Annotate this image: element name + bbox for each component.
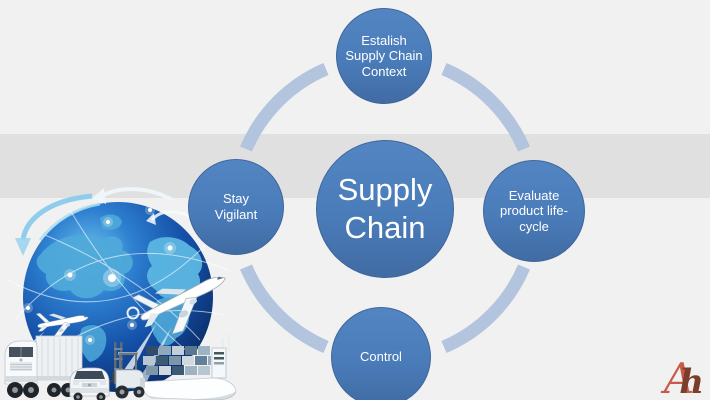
ring-arc-nw (240, 63, 329, 152)
cargo-truck-icon (4, 335, 83, 398)
cycle-center-label: Supply Chain (337, 172, 433, 245)
global-logistics-illustration (4, 187, 240, 400)
delivery-van-icon (69, 367, 110, 400)
cycle-center-node: Supply Chain (316, 140, 454, 278)
cycle-node-label: Estalish Supply Chain Context (345, 32, 423, 79)
ring-arc-sw (240, 264, 329, 353)
cycle-node-control: Control (331, 307, 431, 400)
ring-arc-ne (441, 63, 530, 152)
cycle-node-label: Stay Vigilant (214, 191, 258, 222)
container-ship-icon (139, 334, 237, 400)
cycle-node-label: Control (360, 349, 402, 365)
ring-arc-se (441, 264, 530, 353)
cycle-node-label: Evaluate product life-cycle (500, 187, 568, 234)
curved-arrow-icon (15, 187, 197, 256)
cycle-node-vigilant: Stay Vigilant (188, 159, 284, 255)
logo-letter-h: h (679, 362, 704, 400)
cycle-node-establish: Estalish Supply Chain Context (336, 8, 432, 104)
logo-letter-a: A (663, 354, 695, 400)
forklift-icon (108, 342, 145, 399)
brand-logo: A h (664, 352, 704, 400)
network-nodes (23, 205, 194, 345)
cycle-node-evaluate: Evaluate product life-cycle (483, 160, 585, 262)
